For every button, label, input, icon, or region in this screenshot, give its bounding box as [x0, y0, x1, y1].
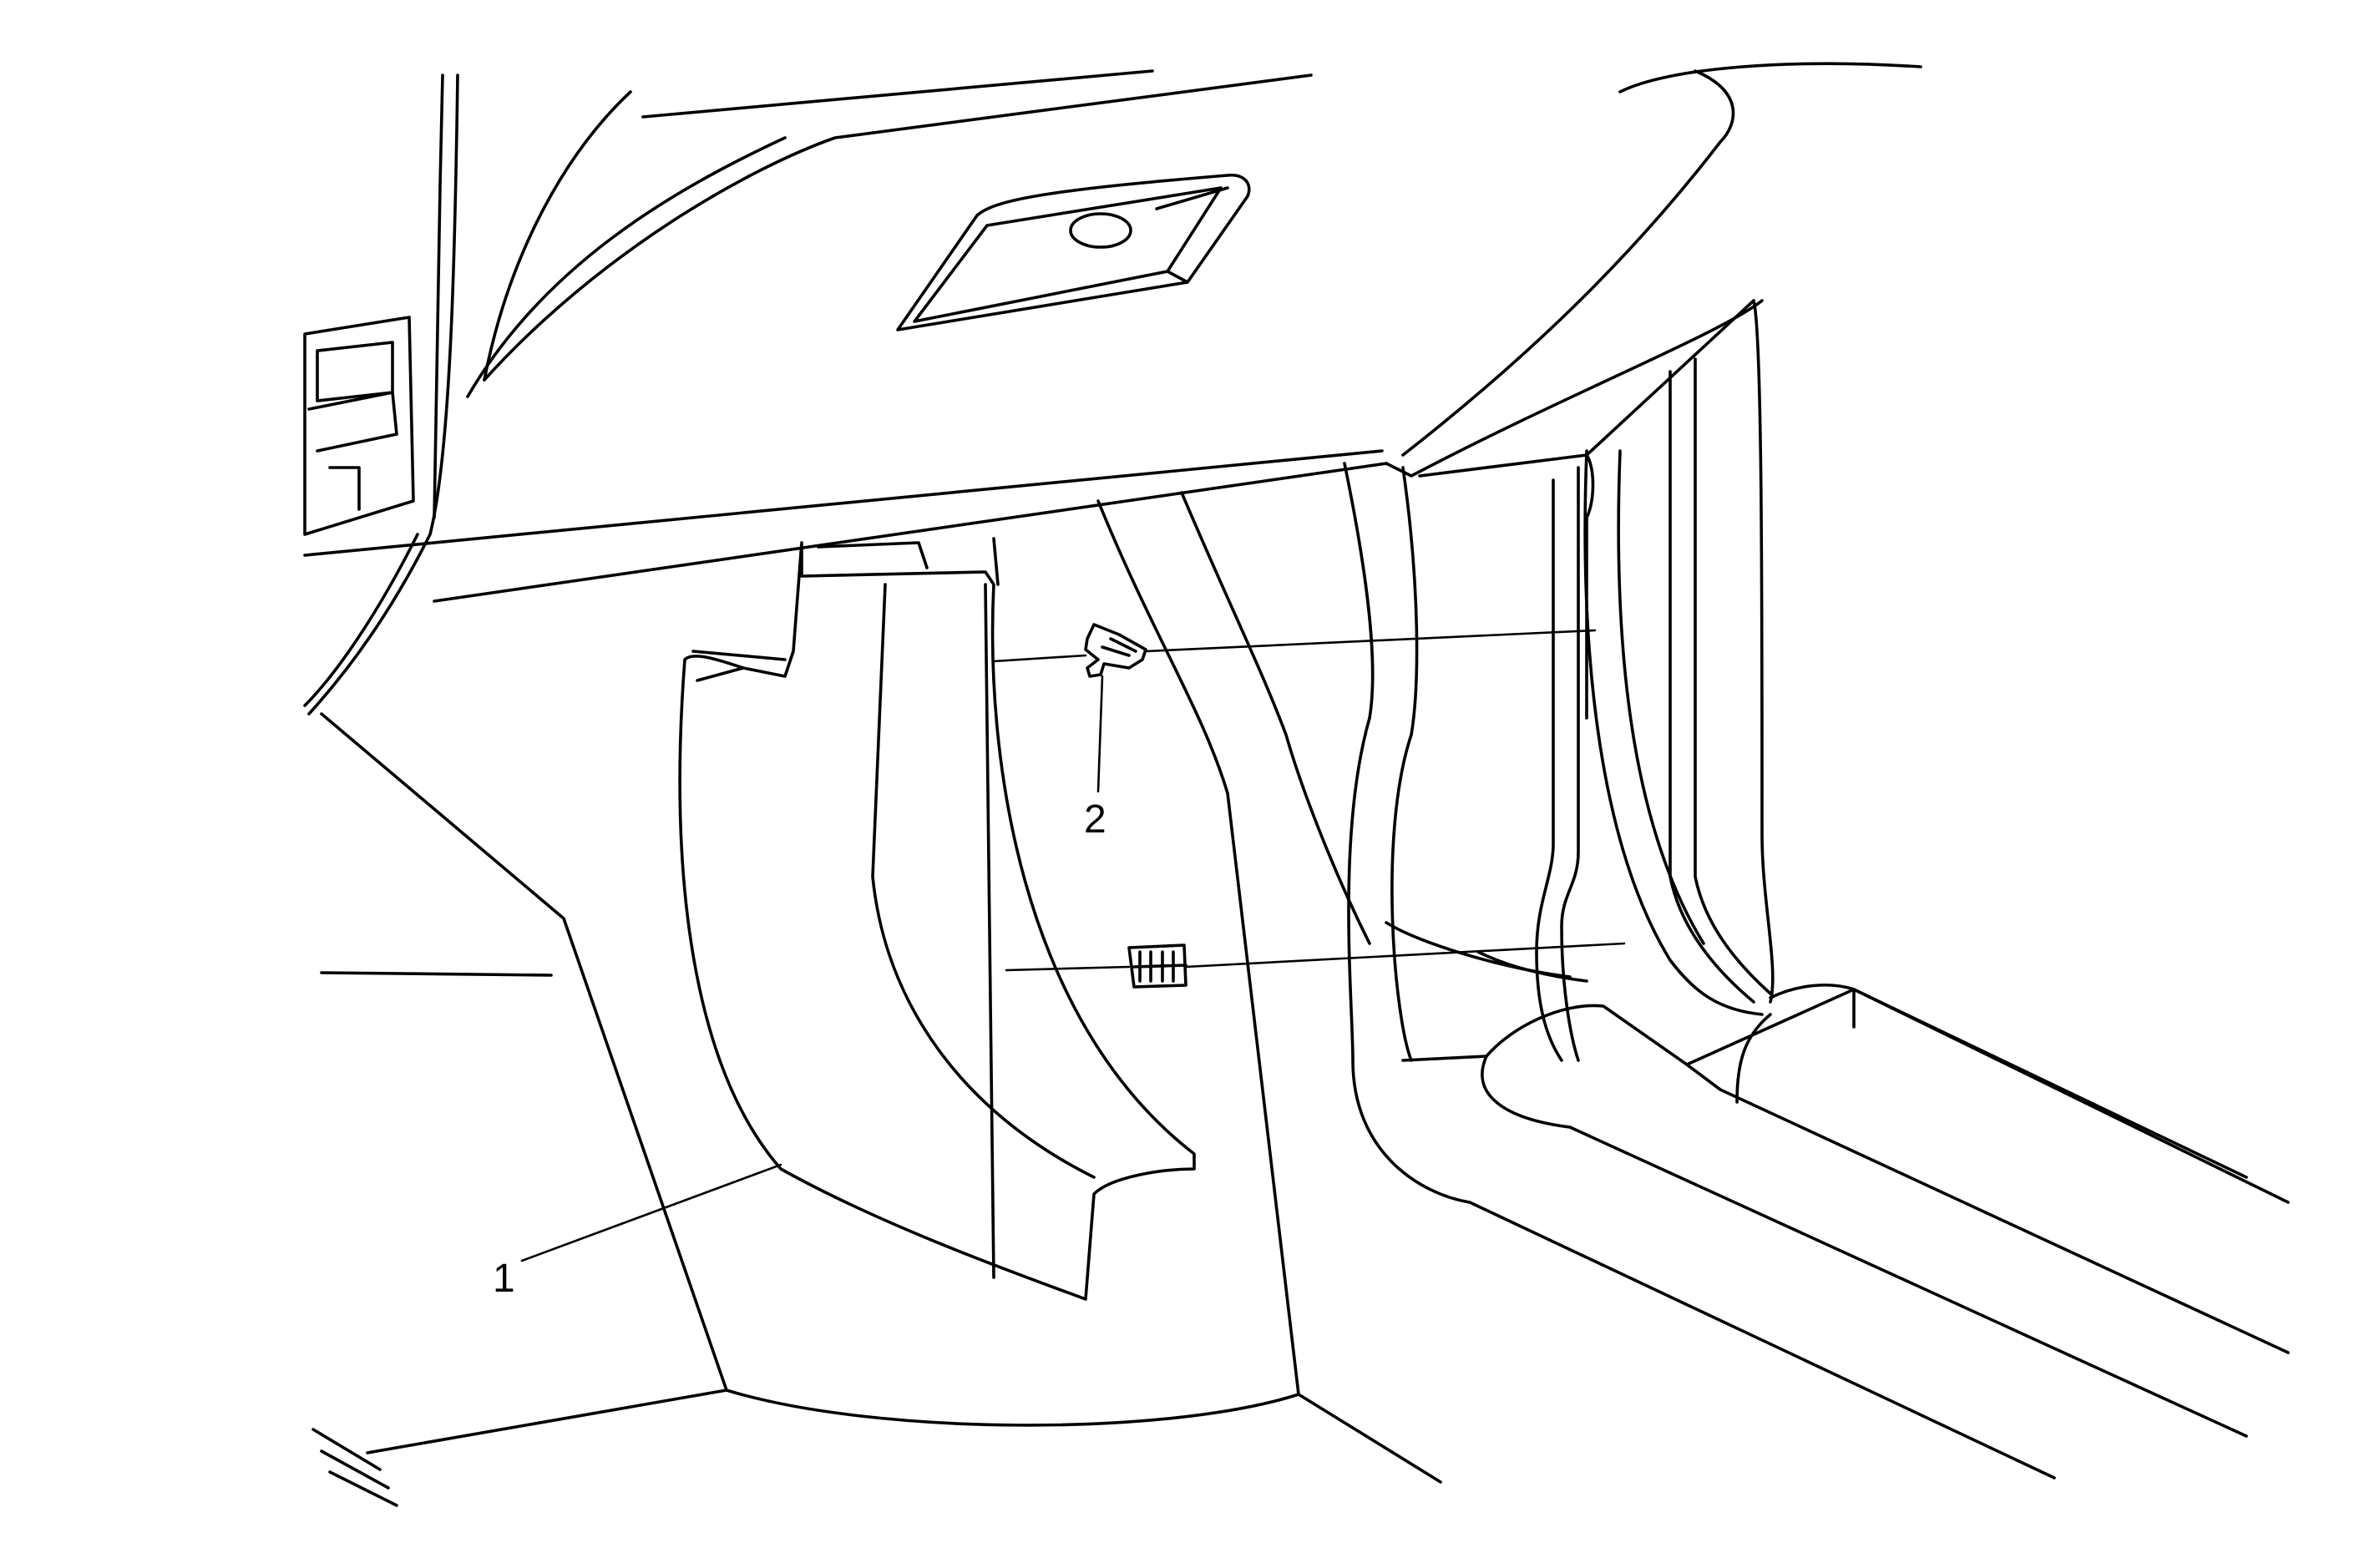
a-pillar-trim — [1096, 462, 1419, 1396]
lower-dash — [311, 712, 1442, 1507]
callout-label-2: 2 — [1084, 797, 1106, 842]
callout-label-1: 1 — [493, 1257, 515, 1301]
door-opening — [1347, 299, 2056, 1480]
leader-lines — [520, 675, 1104, 1262]
kick-panel-trim — [678, 537, 1196, 1301]
alignment-lines — [992, 629, 1626, 972]
door-sill — [1385, 921, 2290, 1438]
retainer-clip-upper — [1084, 623, 1147, 678]
left-bracket — [303, 316, 415, 536]
instrument-panel — [303, 62, 1922, 716]
retainer-clip-lower — [1127, 943, 1187, 989]
glove-box-handle — [896, 174, 1251, 331]
